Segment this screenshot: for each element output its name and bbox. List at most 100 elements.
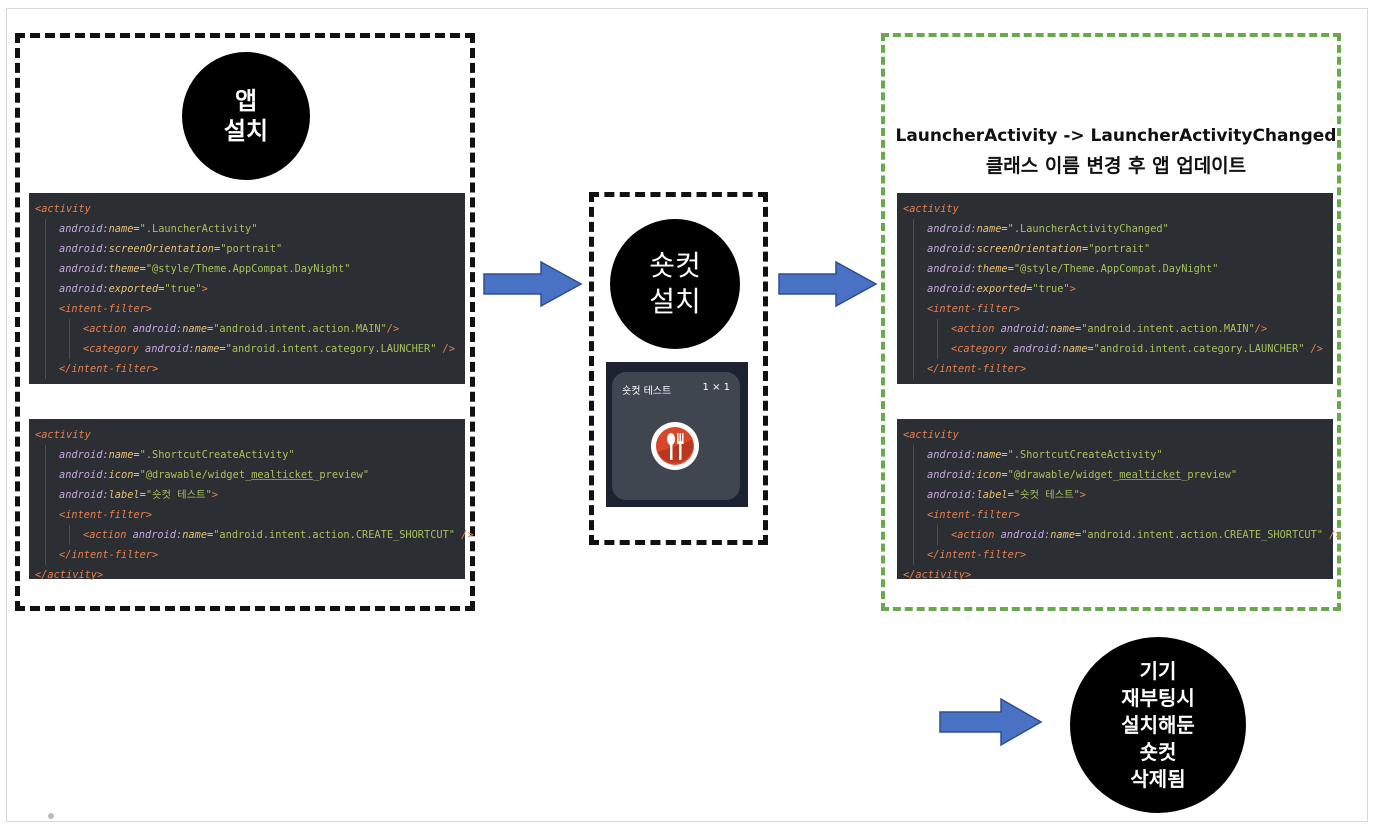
code-token: = bbox=[133, 469, 140, 481]
code-token: </intent-filter> bbox=[59, 363, 159, 375]
code-token: "@drawable/widget_ bbox=[139, 469, 252, 481]
code-token: name bbox=[976, 223, 1002, 235]
code-token: screenOrientation bbox=[976, 243, 1082, 255]
indent-guide bbox=[913, 219, 914, 239]
reboot-result-circle: 기기 재부팅시 설치해둔 숏컷 삭제됨 bbox=[1070, 637, 1246, 813]
code-token: = bbox=[207, 323, 214, 335]
code-token: theme bbox=[976, 263, 1008, 275]
code-token: = bbox=[1001, 449, 1008, 461]
code-line: <action android:name="android.intent.act… bbox=[35, 319, 465, 339]
code-line: android:name=".ShortcutCreateActivity" bbox=[903, 445, 1333, 465]
code-line: android:icon="@drawable/widget_mealticke… bbox=[903, 465, 1333, 485]
code-line: <intent-filter> bbox=[35, 299, 465, 319]
code-token: > bbox=[1079, 489, 1086, 501]
code-token: = bbox=[207, 529, 214, 541]
code-line: android:name=".ShortcutCreateActivity" bbox=[35, 445, 465, 465]
indent-guide bbox=[913, 485, 914, 505]
code-token: android: bbox=[59, 283, 109, 295]
indent-guide bbox=[45, 359, 46, 379]
code-token: = bbox=[219, 343, 226, 355]
indent-guide bbox=[937, 319, 938, 339]
code-line: android:screenOrientation="portrait" bbox=[903, 239, 1333, 259]
code-token: name bbox=[108, 449, 134, 461]
indent-guide bbox=[913, 505, 914, 525]
code-token: "@style/Theme.AppCompat.DayNight" bbox=[1013, 263, 1219, 275]
indent-guide bbox=[45, 239, 46, 259]
indent-guide bbox=[913, 319, 914, 339]
widget-title: 숏컷 테스트 bbox=[622, 386, 672, 397]
code-line: <intent-filter> bbox=[903, 299, 1333, 319]
code-token: <action bbox=[951, 323, 1001, 335]
code-token: mealticket bbox=[251, 469, 314, 481]
code-token: = bbox=[1082, 243, 1089, 255]
code-token: android: bbox=[59, 223, 109, 235]
indent-guide bbox=[913, 359, 914, 379]
indent-guide bbox=[45, 505, 46, 525]
code-token: android: bbox=[59, 489, 109, 501]
code-token: </activity> bbox=[903, 569, 972, 581]
circle-line: 숏컷 bbox=[649, 249, 701, 282]
shortcut-install-circle: 숏컷 설치 bbox=[610, 219, 740, 349]
code-token: "숏컷 테스트" bbox=[1013, 489, 1080, 501]
indent-guide bbox=[913, 445, 914, 465]
slide-frame bbox=[6, 8, 1368, 822]
code-token: <intent-filter> bbox=[927, 303, 1020, 315]
indent-guide bbox=[913, 465, 914, 485]
code-token: icon bbox=[108, 469, 134, 481]
indent-guide bbox=[913, 279, 914, 299]
code-token: > bbox=[201, 283, 208, 295]
code-line: </intent-filter> bbox=[35, 545, 465, 565]
code-token: "android.intent.category.LAUNCHER" bbox=[225, 343, 437, 355]
code-token: <intent-filter> bbox=[59, 509, 152, 521]
code-token: <action bbox=[83, 323, 133, 335]
code-token: android: bbox=[132, 323, 183, 335]
code-line: android:label="숏컷 테스트"> bbox=[903, 485, 1333, 505]
code-line: android:theme="@style/Theme.AppCompat.Da… bbox=[903, 259, 1333, 279]
indent-guide bbox=[913, 239, 914, 259]
app-install-box bbox=[15, 33, 475, 611]
code-token: </activity> bbox=[35, 569, 104, 581]
code-line: <activity bbox=[35, 199, 465, 219]
code-token: = bbox=[1001, 223, 1008, 235]
code-token: "android.intent.action.MAIN" bbox=[213, 323, 387, 335]
code-token: "@drawable/widget_ bbox=[1007, 469, 1120, 481]
code-token: "숏컷 테스트" bbox=[145, 489, 212, 501]
code-token: android: bbox=[145, 343, 195, 355]
code-token: <intent-filter> bbox=[927, 509, 1020, 521]
code-token: android: bbox=[59, 263, 109, 275]
code-token: android: bbox=[1013, 343, 1063, 355]
widget-size: 1 × 1 bbox=[702, 382, 730, 393]
code-token: = bbox=[158, 283, 165, 295]
shortcut-widget-card[interactable]: 숏컷 테스트 1 × 1 bbox=[612, 372, 740, 500]
code-token: android: bbox=[59, 243, 109, 255]
code-token: android: bbox=[1000, 529, 1051, 541]
code-token: = bbox=[214, 243, 221, 255]
code-token: /> bbox=[1254, 323, 1268, 335]
code-token: ".LauncherActivityChanged" bbox=[1007, 223, 1169, 235]
code-token: "android.intent.action.CREATE_SHORTCUT" bbox=[1081, 529, 1324, 541]
code-token: <intent-filter> bbox=[59, 303, 152, 315]
code-token: label bbox=[108, 489, 140, 501]
code-line: android:exported="true"> bbox=[903, 279, 1333, 299]
code-token: name bbox=[194, 343, 220, 355]
indent-guide bbox=[913, 339, 914, 359]
code-token: android: bbox=[927, 263, 977, 275]
code-line: </intent-filter> bbox=[903, 545, 1333, 565]
code-token: mealticket bbox=[1119, 469, 1182, 481]
code-line: android:screenOrientation="portrait" bbox=[35, 239, 465, 259]
code-token: "android.intent.action.CREATE_SHORTCUT" bbox=[213, 529, 456, 541]
indent-guide bbox=[45, 525, 46, 545]
code-token: exported bbox=[976, 283, 1027, 295]
circle-line: 앱 bbox=[234, 87, 258, 115]
code-token: </intent-filter> bbox=[927, 363, 1027, 375]
code-token: name bbox=[182, 529, 208, 541]
code-token: "portrait" bbox=[1088, 243, 1151, 255]
arrow-right-icon bbox=[483, 260, 583, 308]
indent-guide bbox=[937, 339, 938, 359]
code-token: exported bbox=[108, 283, 159, 295]
code-token: name bbox=[976, 449, 1002, 461]
update-headline-1: LauncherActivity -> LauncherActivityChan… bbox=[895, 126, 1337, 146]
code-token: android: bbox=[59, 449, 109, 461]
code-token: = bbox=[139, 263, 146, 275]
